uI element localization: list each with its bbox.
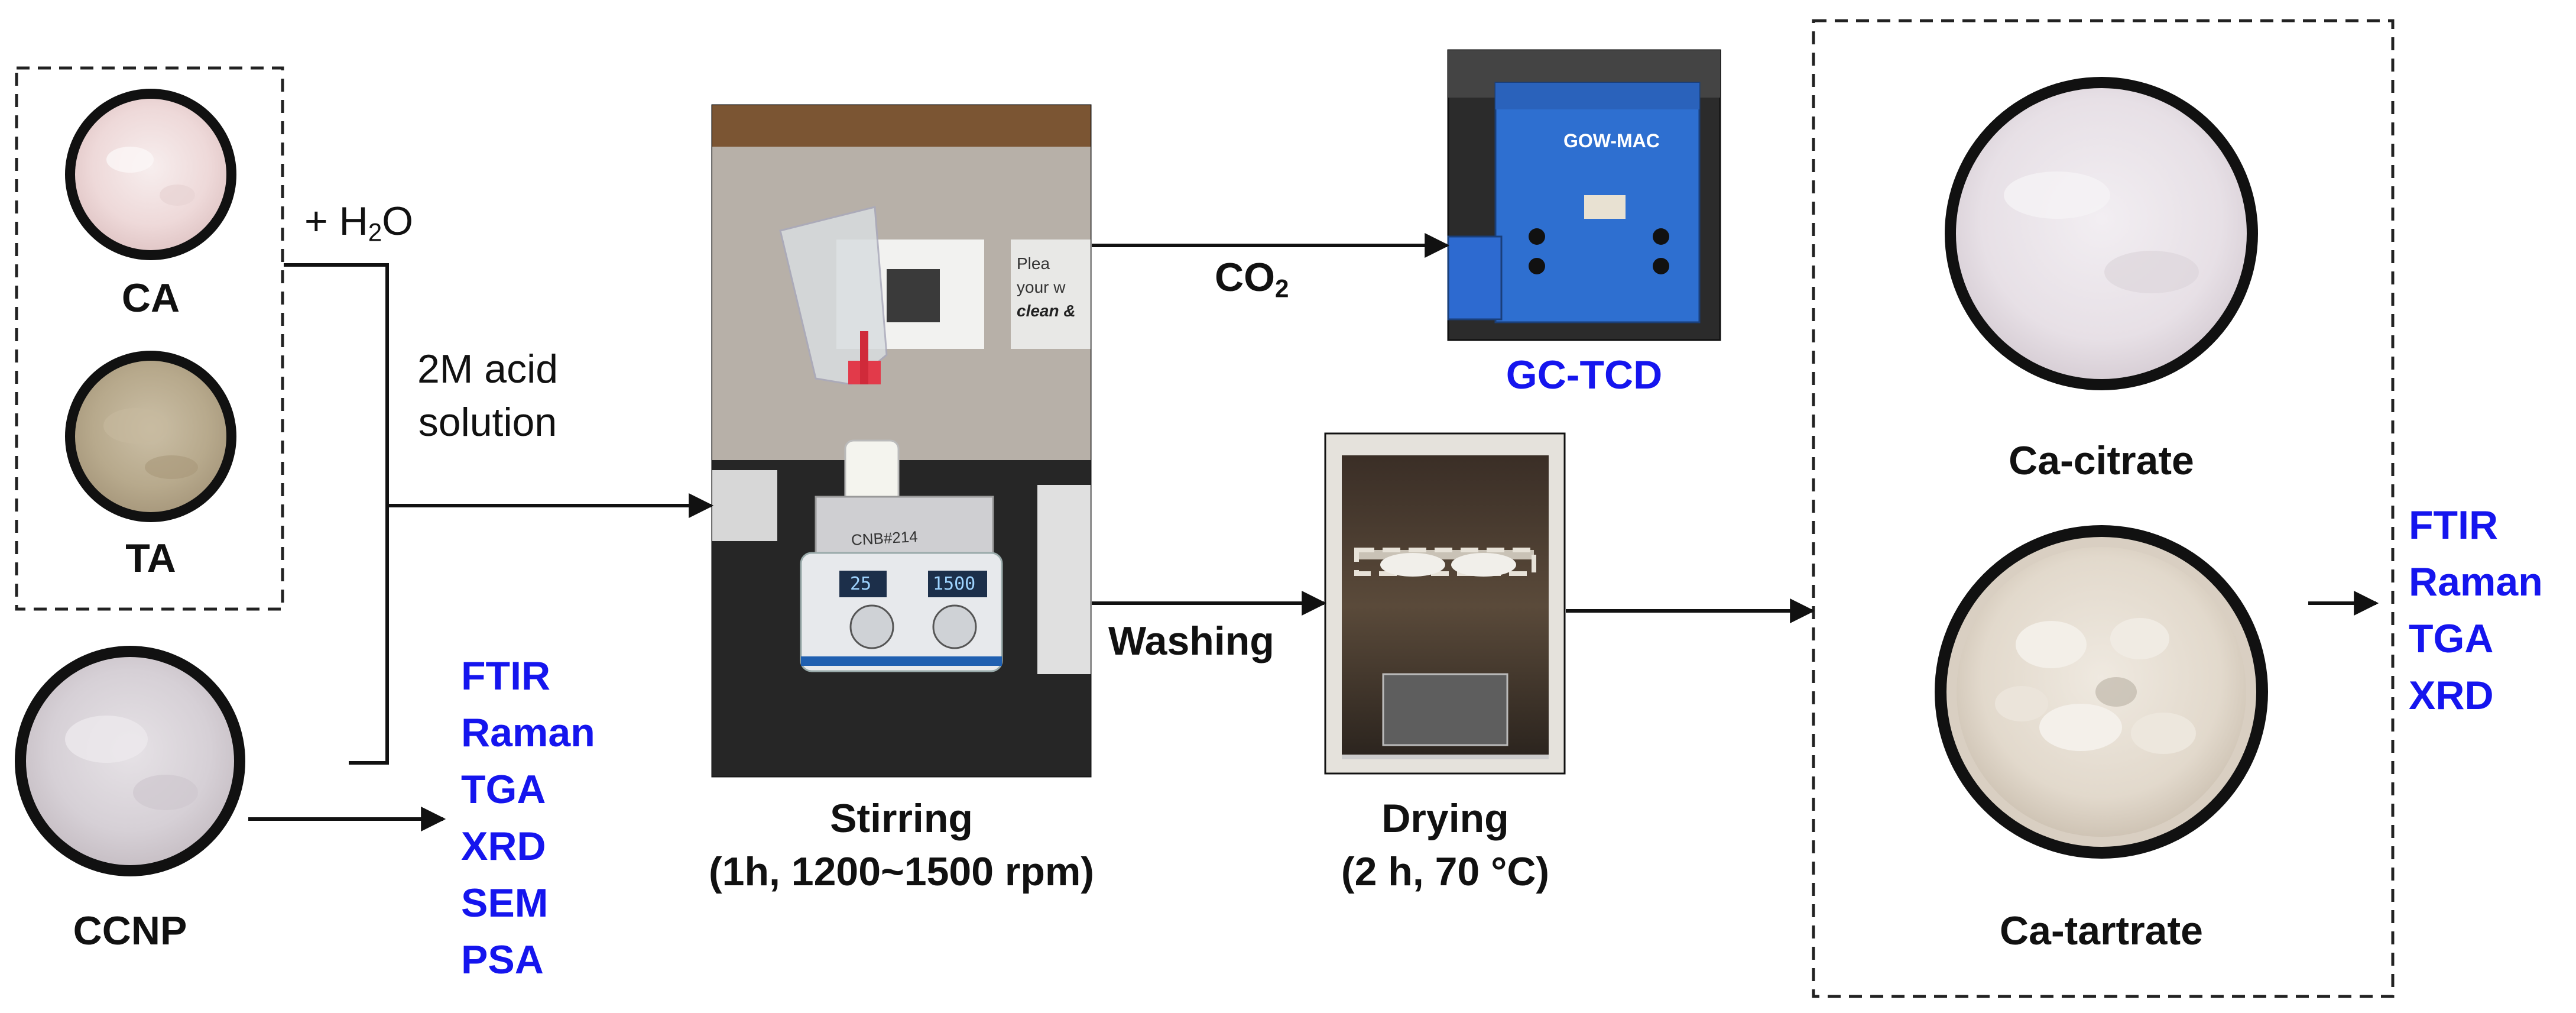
ca-tartrate-image (1935, 525, 2268, 859)
ca-label: CA (121, 276, 180, 321)
ca-tartrate-label: Ca-tartrate (2000, 908, 2203, 953)
ccnp-analysis-item: SEM (461, 881, 549, 925)
ccnp-analysis-item: FTIR (461, 653, 551, 698)
ta-label: TA (125, 536, 176, 581)
product-analysis-item: FTIR (2409, 503, 2499, 548)
product-analysis-item: TGA (2409, 616, 2494, 661)
ca-sample-image (65, 89, 236, 260)
ca-citrate-image (1945, 77, 2258, 390)
drying-detail: (2 h, 70 °C) (1341, 849, 1550, 894)
ccnp-analysis-item: PSA (461, 937, 544, 982)
photo-sign-line3: clean & (1017, 302, 1076, 320)
washing-label: Washing (1108, 619, 1274, 664)
ccnp-analysis-item: Raman (461, 710, 595, 755)
photo-display-left: 25 (850, 574, 872, 594)
product-analysis-item: Raman (2409, 559, 2543, 604)
ccnp-analysis-item: XRD (461, 824, 546, 869)
ccnp-analysis-list: FTIR Raman TGA XRD SEM PSA (461, 648, 595, 988)
stirring-title: Stirring (830, 796, 973, 841)
gc-tcd-label: GC-TCD (1506, 352, 1663, 397)
photo-gow-mac-label: GOW-MAC (1563, 130, 1660, 151)
photo-sign-line2: your w (1017, 278, 1066, 296)
acid-solution-line1: 2M acid (417, 347, 559, 391)
product-dashed-box (1812, 19, 2395, 998)
drying-title: Drying (1381, 796, 1509, 841)
drying-photo (1324, 432, 1566, 775)
photo-display-right: 1500 (933, 574, 976, 594)
ccnp-analysis-item: TGA (461, 767, 546, 812)
acid-solution-line2: solution (418, 400, 557, 445)
ccnp-sample-image (15, 646, 245, 876)
water-addition-label: + H2O (304, 199, 414, 247)
ccnp-label: CCNP (73, 908, 187, 953)
product-analysis-list: FTIR Raman TGA XRD (2409, 497, 2543, 724)
stirring-photo (711, 104, 1092, 778)
stirring-detail: (1h, 1200~1500 rpm) (708, 849, 1095, 894)
product-analysis-item: XRD (2409, 673, 2494, 718)
ta-sample-image (65, 351, 236, 522)
flow-connectors (248, 233, 2379, 831)
reactant-dashed-box (15, 66, 284, 611)
ca-citrate-label: Ca-citrate (2009, 438, 2194, 483)
co2-label: CO2 (1215, 255, 1289, 303)
photo-bottle-label: CNB#214 (851, 527, 919, 549)
photo-sign-line1: Plea (1017, 254, 1050, 273)
gc-tcd-photo (1447, 49, 1721, 341)
